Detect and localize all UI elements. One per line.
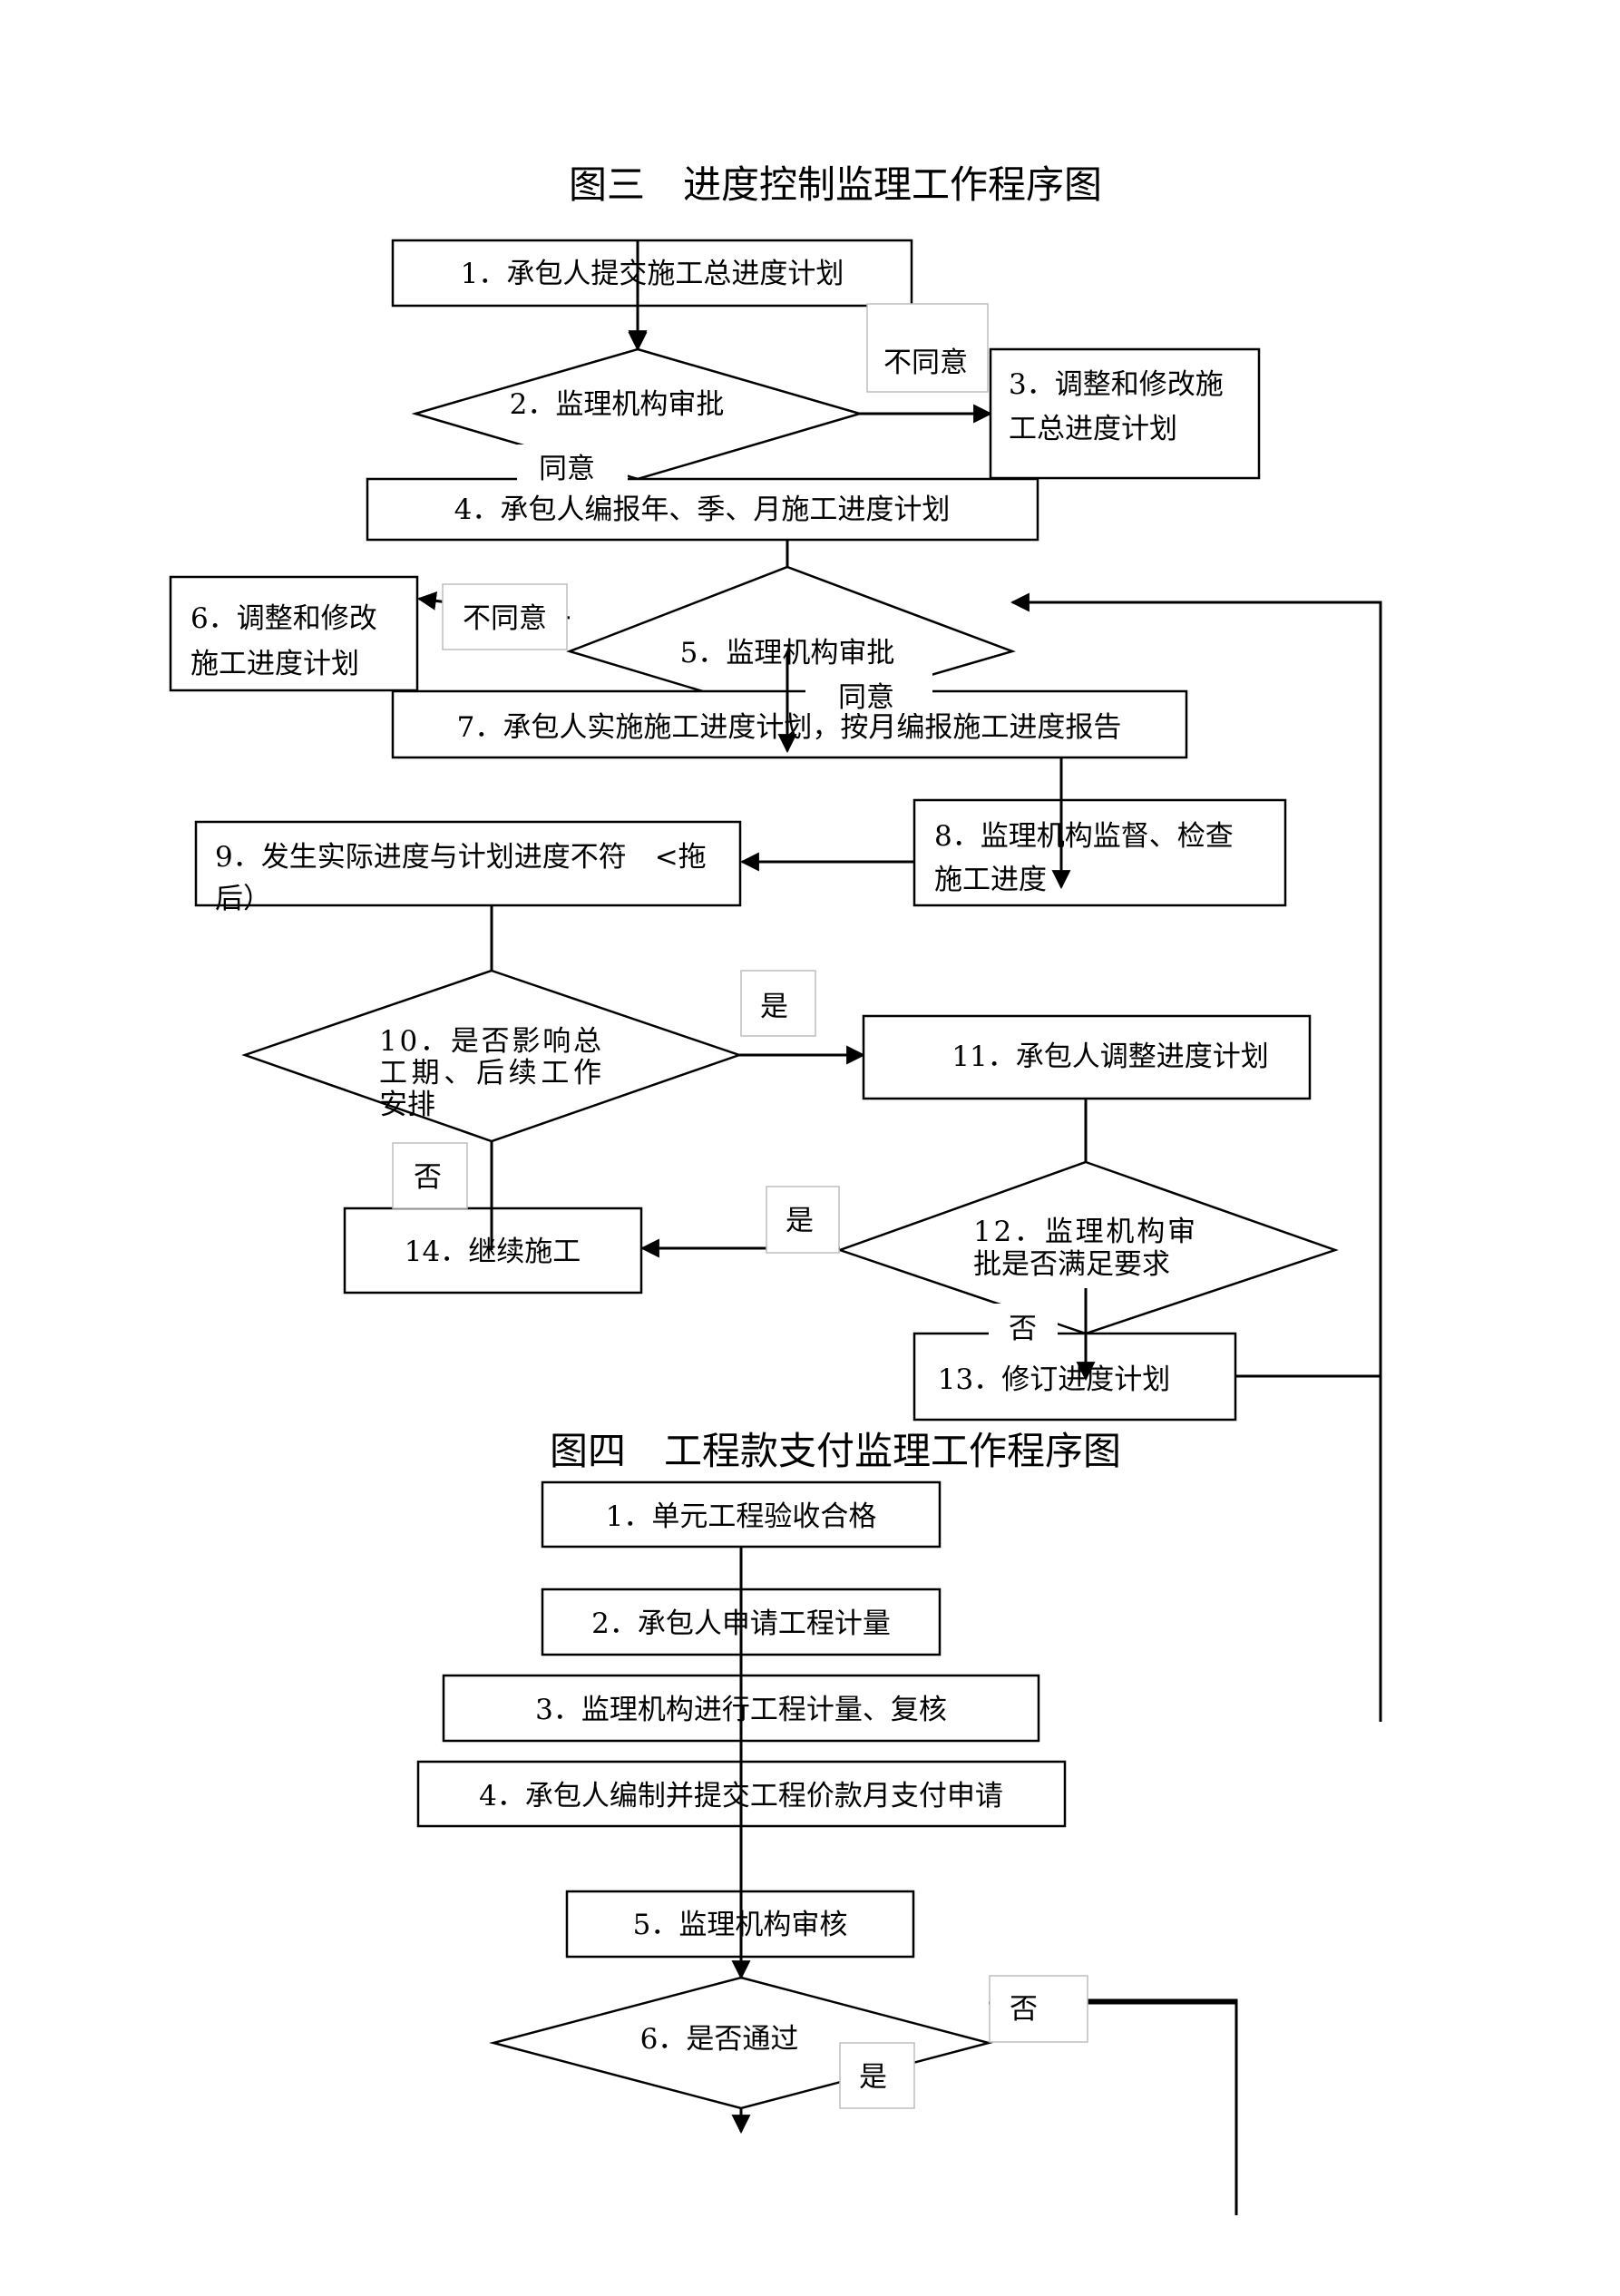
fig3-step-4-box: 4．承包人编报年、季、月施工进度计划 <box>366 477 1039 542</box>
fig3-decision-10-text-c: 安排 <box>379 1089 435 1121</box>
fig3-step-3-text-a: 3．调整和修改施 <box>1009 368 1224 401</box>
fig4-tag-yes: 是 <box>839 2042 915 2109</box>
fig3-tag-agree-1-text: 同意 <box>539 453 595 485</box>
fig3-tag-yes-1: 是 <box>740 970 816 1037</box>
fig3-decision-2: 2．监理机构审批 <box>411 347 864 481</box>
fig3-tag-agree-2-text: 同意 <box>838 681 894 714</box>
fig4-tag-no-text: 否 <box>1010 1993 1038 2026</box>
fig3-step-8-text-b: 施工进度 <box>934 864 1047 896</box>
fig3-step-7-text: 7．承包人实施施工进度计划，按月编报施工进度报告 <box>457 711 1122 744</box>
fig3-tag-no-2-text: 否 <box>1009 1313 1037 1345</box>
fig3-tag-disagree-1-text: 不同意 <box>883 347 968 379</box>
fig3-step-9-box: 9．发生实际进度与计划进度不符 <拖 后） <box>194 820 742 915</box>
fig3-decision-10-text-b: 工期、后续工作 <box>379 1057 601 1089</box>
fig3-step-6-text-b: 施工进度计划 <box>190 648 359 680</box>
fig3-step-9-text-b: 后） <box>215 883 271 915</box>
fig4-step-1-box: 1．单元工程验收合格 <box>541 1480 942 1549</box>
fig3-step-13-text: 13．修订进度计划 <box>938 1363 1170 1396</box>
fig3-step-1-box: 1．承包人提交施工总进度计划 <box>391 239 913 308</box>
fig3-step-3-box: 3．调整和修改施 工总进度计划 <box>989 347 1261 480</box>
fig3-step-6-box: 6．调整和修改 施工进度计划 <box>169 575 419 692</box>
figure3: 图三 进度控制监理工作程序图 1．承包人提交施工总进度计划 <box>169 162 1382 1722</box>
fig3-decision-2-text: 2．监理机构审批 <box>510 388 725 421</box>
fig3-tag-disagree-2-text: 不同意 <box>463 602 547 635</box>
fig3-overlay-connectors <box>490 240 1096 1382</box>
fig4-tag-yes-text: 是 <box>859 2061 887 2094</box>
fig3-step-11-text: 11．承包人调整进度计划 <box>952 1041 1268 1073</box>
fig4-step-1-text: 1．单元工程验收合格 <box>606 1500 877 1533</box>
fig3-decision-12: 12．监理机构审 批是否满足要求 <box>836 1160 1339 1335</box>
fig3-step-7-box: 7．承包人实施施工进度计划，按月编报施工进度报告 <box>391 689 1188 759</box>
fig3-step-8-box: 8．监理机构监督、检查 施工进度 <box>912 798 1287 907</box>
fig3-tag-yes-2-text: 是 <box>786 1205 814 1237</box>
fig3-step-3-text-b: 工总进度计划 <box>1009 413 1177 445</box>
fig3-tag-disagree-2: 不同意 <box>442 583 568 650</box>
fig3-step-9-text-a: 9．发生实际进度与计划进度不符 <拖 <box>215 841 707 874</box>
fig3-tag-agree-1: 同意 <box>517 445 628 486</box>
fig3-tag-no-1-text: 否 <box>414 1161 442 1194</box>
fig3-step-6-text-a: 6．调整和修改 <box>190 602 377 635</box>
fig3-tag-no-1: 否 <box>392 1142 468 1209</box>
fig3-step-1-text: 1．承包人提交施工总进度计划 <box>461 258 844 290</box>
fig3-tag-yes-2: 是 <box>766 1186 840 1254</box>
fig3-decision-10-text-a: 10．是否影响总 <box>379 1025 601 1058</box>
fig3-step-4-text: 4．承包人编报年、季、月施工进度计划 <box>454 493 951 526</box>
fig4-title: 图四 工程款支付监理工作程序图 <box>550 1429 1121 1473</box>
fig3-decision-12-text-a: 12．监理机构审 <box>973 1216 1195 1248</box>
fig3-step-8-text-a: 8．监理机构监督、检查 <box>934 820 1234 853</box>
fig3-tag-agree-2: 同意 <box>805 673 932 714</box>
fig4-decision-6-text: 6．是否通过 <box>640 2023 799 2056</box>
fig3-title: 图三 进度控制监理工作程序图 <box>569 162 1102 207</box>
fig3-step-13-box: 13．修订进度计划 <box>912 1332 1237 1422</box>
fig3-tag-no-2: 否 <box>989 1304 1058 1349</box>
fig3-decision-10: 10．是否影响总 工期、后续工作 安排 <box>241 969 743 1143</box>
fig3-decision-12-text-b: 批是否满足要求 <box>973 1248 1170 1281</box>
figure4: 图四 工程款支付监理工作程序图 1．单元工程验收合格 2．承包人申请工程计量 3… <box>416 1429 1238 2215</box>
fig3-tag-disagree-1: 不同意 <box>866 303 989 393</box>
fig3-step-11-box: 11．承包人调整进度计划 <box>862 1014 1312 1100</box>
fig4-tag-no: 否 <box>989 1975 1088 2043</box>
fig3-tag-yes-1-text: 是 <box>760 991 788 1023</box>
